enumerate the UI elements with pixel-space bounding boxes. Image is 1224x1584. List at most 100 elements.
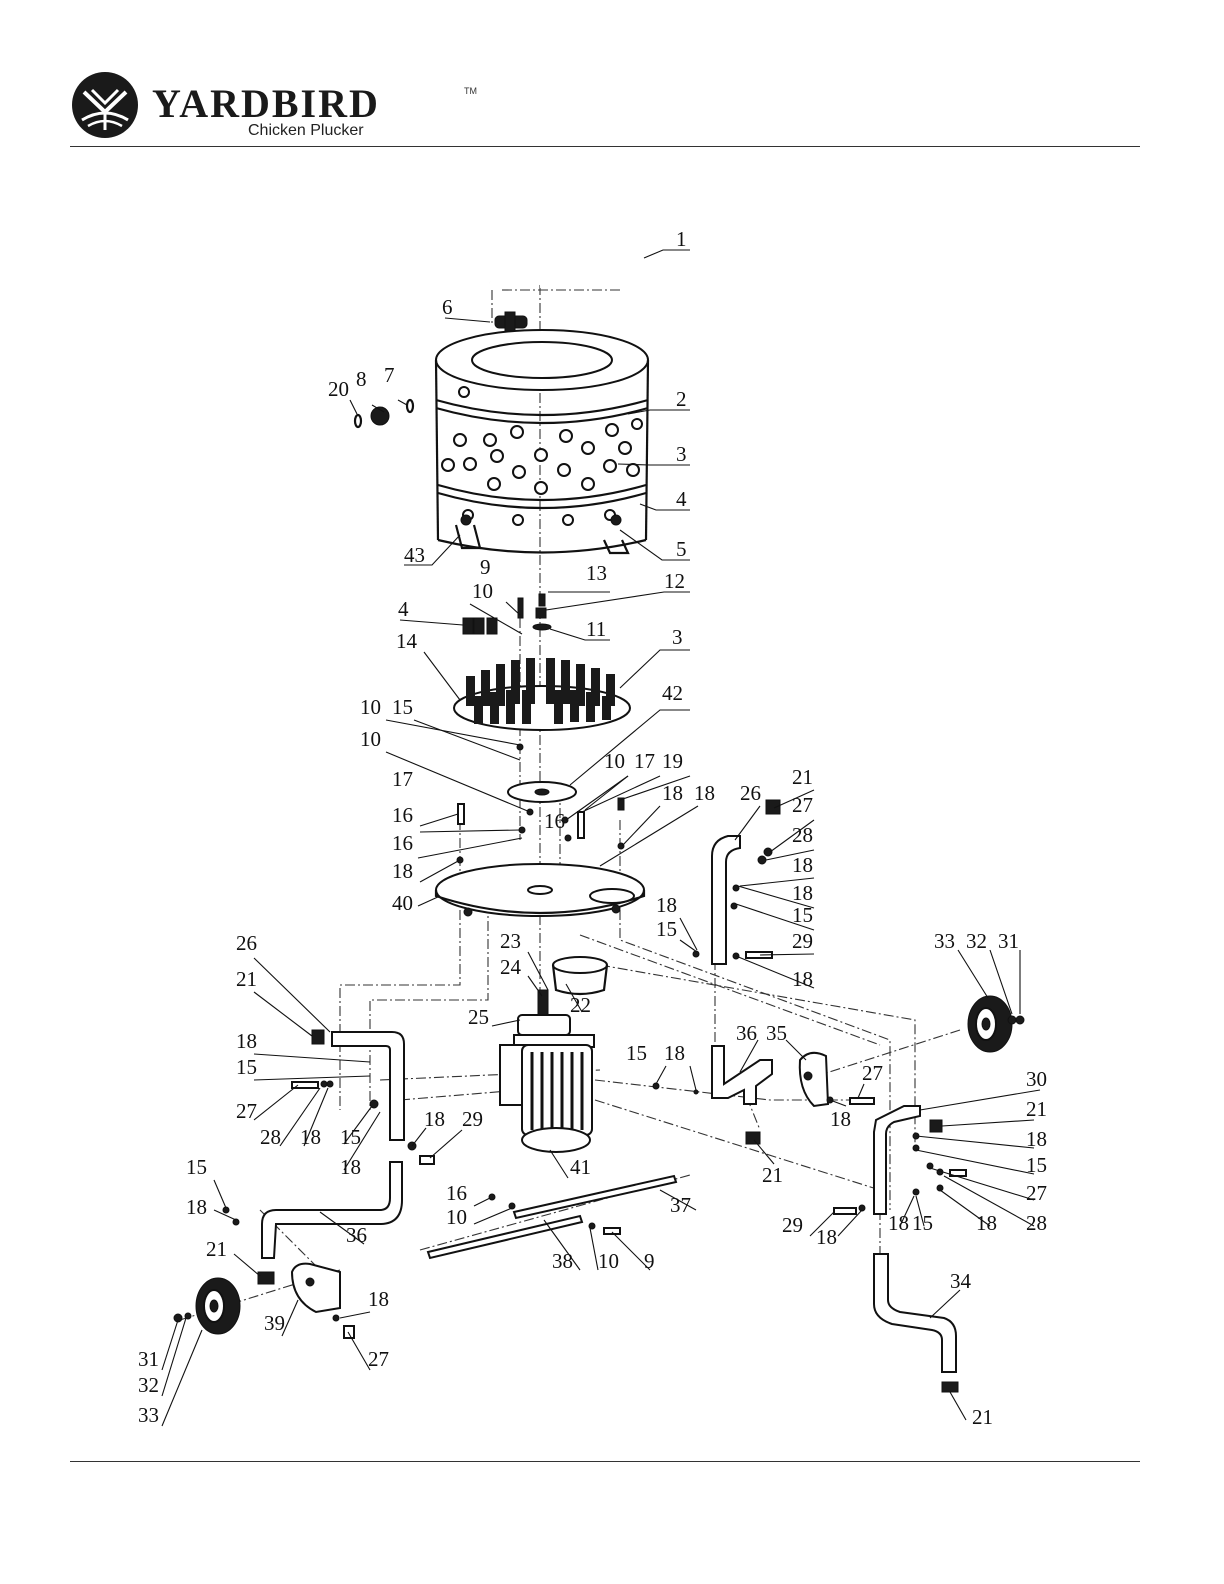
callout-18c: 18 (694, 781, 715, 805)
part-axles (426, 1174, 678, 1260)
callout-18b: 18 (662, 781, 683, 805)
callout-39: 39 (264, 1311, 285, 1335)
callout-20: 20 (328, 377, 349, 401)
callout-29b: 29 (462, 1107, 483, 1131)
callout-37: 37 (670, 1193, 691, 1217)
callout-15: 15 (392, 695, 413, 719)
callout-16c: 16 (544, 809, 565, 833)
trademark-mark: TM (464, 86, 477, 96)
callout-10f: 10 (598, 1249, 619, 1273)
header-logo: YARDBIRD TM Chicken Plucker (70, 70, 490, 140)
callout-1: 1 (676, 227, 687, 251)
part-drive-plate (507, 781, 577, 803)
callout-6: 6 (442, 295, 453, 319)
callout-28: 28 (792, 823, 813, 847)
callout-21e: 21 (1026, 1097, 1047, 1121)
callout-32: 32 (138, 1373, 159, 1397)
callout-18g: 18 (656, 893, 677, 917)
callout-9: 9 (480, 555, 491, 579)
callout-8: 8 (356, 367, 367, 391)
part-base-plate (434, 863, 646, 917)
callout-27d: 27 (862, 1061, 883, 1085)
callout-36: 36 (346, 1223, 367, 1247)
callout-4: 4 (676, 487, 687, 511)
callout-3b: 3 (672, 625, 683, 649)
callout-27b: 27 (236, 1099, 257, 1123)
brand-tagline: Chicken Plucker (248, 122, 364, 139)
part-t-fitting (494, 311, 528, 333)
callout-16b: 16 (392, 831, 413, 855)
callout-18p: 18 (1026, 1127, 1047, 1151)
callout-43: 43 (404, 543, 425, 567)
callout-23: 23 (500, 929, 521, 953)
callout-18n: 18 (664, 1041, 685, 1065)
header-rule (70, 146, 1140, 147)
callout-15i: 15 (912, 1211, 933, 1235)
callout-15b: 15 (792, 903, 813, 927)
callout-15f: 15 (186, 1155, 207, 1179)
callout-18m: 18 (368, 1287, 389, 1311)
callout-18o: 18 (830, 1107, 851, 1131)
part-left-leg (222, 1161, 403, 1285)
callout-41: 41 (570, 1155, 591, 1179)
callout-21c: 21 (206, 1237, 227, 1261)
callout-28c: 28 (1026, 1211, 1047, 1235)
callout-15g: 15 (626, 1041, 647, 1065)
callout-18k: 18 (424, 1107, 445, 1131)
callout-27e: 27 (1026, 1181, 1047, 1205)
yardbird-logo-icon (72, 72, 138, 138)
callout-leaders (161, 249, 1041, 1427)
part-drain-fitting (353, 398, 415, 429)
callout-34: 34 (950, 1269, 972, 1293)
callout-4b: 4 (398, 597, 409, 621)
callout-18q: 18 (976, 1211, 997, 1235)
callout-18j: 18 (340, 1155, 361, 1179)
callout-11: 11 (586, 617, 606, 641)
callout-15h: 15 (1026, 1153, 1047, 1177)
callout-31b: 31 (998, 929, 1019, 953)
callout-15d: 15 (236, 1055, 257, 1079)
callout-15e: 15 (340, 1125, 361, 1149)
callout-38: 38 (552, 1249, 573, 1273)
callout-18l: 18 (186, 1195, 207, 1219)
callout-18h: 18 (236, 1029, 257, 1053)
callout-17b: 17 (392, 767, 413, 791)
footer-rule (70, 1461, 1140, 1462)
callout-13: 13 (586, 561, 607, 585)
part-right-wheel (967, 995, 1025, 1053)
callout-28b: 28 (260, 1125, 281, 1149)
callout-40: 40 (392, 891, 413, 915)
callout-10b: 10 (360, 695, 381, 719)
part-motor (499, 956, 609, 1153)
part-small-hardware (456, 743, 625, 864)
part-hose-ring (408, 226, 652, 288)
callout-19: 19 (662, 749, 683, 773)
callout-10c: 10 (360, 727, 381, 751)
callout-42: 42 (662, 681, 683, 705)
callout-21b: 21 (236, 967, 257, 991)
callout-32b: 32 (966, 929, 987, 953)
callout-18i: 18 (300, 1125, 321, 1149)
callout-33: 33 (138, 1403, 159, 1427)
part-left-wheel (173, 1277, 241, 1335)
callout-22: 22 (570, 993, 591, 1017)
callout-16: 16 (392, 803, 413, 827)
callout-16d: 16 (446, 1181, 467, 1205)
callout-15c: 15 (656, 917, 677, 941)
callout-24: 24 (500, 955, 522, 979)
part-right-leg (873, 1253, 959, 1393)
callout-27c: 27 (368, 1347, 389, 1371)
callout-3: 3 (676, 442, 687, 466)
callout-18s: 18 (816, 1225, 837, 1249)
part-right-rear-bracket (833, 1105, 967, 1215)
callout-21: 21 (792, 765, 813, 789)
callout-18f: 18 (792, 967, 813, 991)
part-left-bracket (311, 1029, 405, 1141)
part-bolts-upper (517, 593, 552, 631)
part-left-wheel-bracket (290, 1262, 355, 1339)
callout-5: 5 (676, 537, 687, 561)
callout-18r: 18 (888, 1211, 909, 1235)
callout-10e: 10 (446, 1205, 467, 1229)
callout-31: 31 (138, 1347, 159, 1371)
